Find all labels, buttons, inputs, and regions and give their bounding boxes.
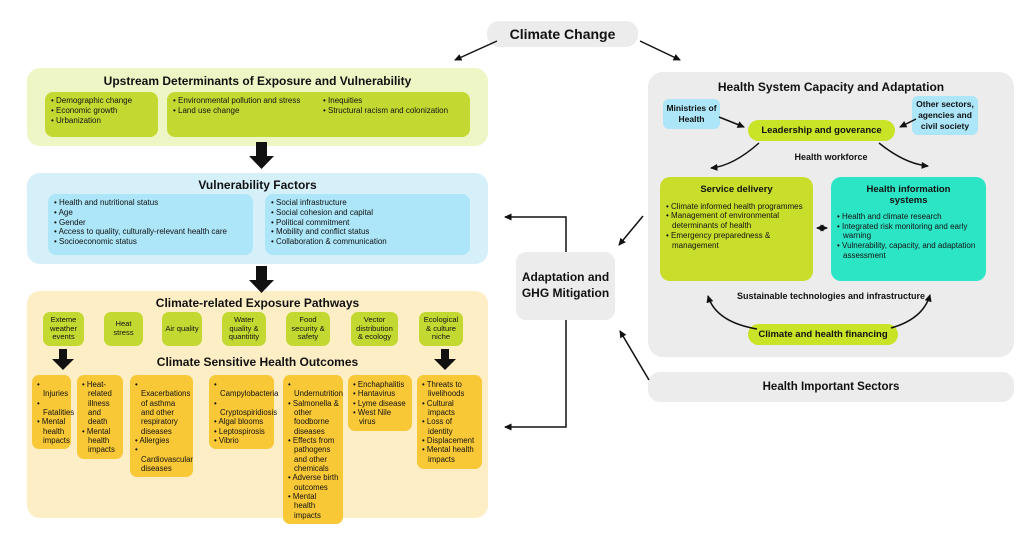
arrow-adaptation-to-vulnerability [504,213,567,252]
pathway-air-quality: Air quality [162,312,202,346]
outcomes-livelihoods: • Threats to livelihoods• Cultural impac… [417,375,482,469]
arrow-adaptation-to-outcomes [504,320,567,431]
climate-change-label: Climate Change [509,26,616,42]
upstream-env-col2: • Inequities• Structural racism and colo… [323,96,449,115]
upstream-box-environment: • Environmental pollution and stress• La… [167,92,470,137]
pathway-heat-stress: Heat stress [104,312,143,346]
adaptation-mitigation-node: Adaptation and GHG Mitigation [516,252,615,320]
health-important-sectors-label: Health Important Sectors [762,381,900,393]
service-delivery-title: Service delivery [700,184,773,195]
vulnerability-box-individual: • Health and nutritional status• Age• Ge… [48,194,253,255]
exposure-pathways-panel: Climate-related Exposure Pathways Exteme… [27,291,488,525]
vulnerability-factors-panel: Vulnerability Factors • Health and nutri… [27,173,488,264]
upstream-box-demographic: • Demographic change• Economic growth• U… [45,92,158,137]
climate-change-node: Climate Change [487,21,638,47]
arrow-cc-to-healthsystem [639,40,681,61]
block-arrow-upstream-to-vulnerability [249,142,274,169]
other-sectors-node: Other sectors, agencies and civil societ… [912,96,978,136]
outcomes-injuries: • Injuries• Fatalities• Mental health im… [32,375,74,450]
pathway-ecological: Ecological & culture niche [419,312,463,346]
health-system-panel: Health System Capacity and Adaptation Mi… [648,72,1014,357]
upstream-determinants-panel: Upstream Determinants of Exposure and Vu… [27,68,488,146]
outcomes-vectorborne: • Enchaphalitis• Hantavirus• Lyme diseas… [348,375,412,431]
arrow-sectors-to-adaptation [619,330,650,381]
pathway-water: Water quality & quantitity [222,312,266,346]
vulnerability-title: Vulnerability Factors [198,178,317,192]
pathway-extreme-weather: Exteme weather events [43,312,84,346]
health-workforce-label: Health workforce [794,152,868,162]
pathways-title: Climate-related Exposure Pathways [155,296,360,310]
outcomes-waterborne: • Campylobacteria• Cryptospiridiosis• Al… [209,375,279,450]
outcomes-foodborne: • Undernutrition• Salmonella & other foo… [283,375,343,525]
ministries-of-health-node: Ministries of Health [663,99,720,130]
health-system-title: Health System Capacity and Adaptation [717,80,945,94]
leadership-governance-node: Leadership and goverance [748,120,895,141]
health-information-title: Health information systems [866,184,951,207]
block-arrow-vulnerability-to-pathways [249,266,274,293]
vulnerability-box-social: • Social infrastructure• Social cohesion… [265,194,470,255]
outcomes-respiratory: • Exacerbations of asthma and other resp… [130,375,193,478]
service-delivery-node: Service delivery • Climate informed heal… [660,177,813,281]
upstream-env-col1: • Environmental pollution and stress• La… [173,96,301,115]
climate-health-financing-node: Climate and health financing [748,324,898,345]
outcomes-title: Climate Sensitive Health Outcomes [156,355,359,369]
health-information-items: • Health and climate research• Integrate… [837,211,976,260]
pathway-vector: Vector distribution & ecology [351,312,398,346]
arrow-healthsystem-to-adaptation [618,215,644,246]
sustainable-technologies-label: Sustainable technologies and infrastruct… [736,291,926,301]
pathway-food: Food security & safety [286,312,330,346]
health-information-node: Health information systems • Health and … [831,177,986,281]
outcomes-heat: • Heat-related illness and death• Mental… [77,375,123,459]
upstream-title: Upstream Determinants of Exposure and Vu… [103,74,412,88]
health-important-sectors-node: Health Important Sectors [648,372,1014,402]
service-delivery-items: • Climate informed health programmes• Ma… [666,201,803,250]
